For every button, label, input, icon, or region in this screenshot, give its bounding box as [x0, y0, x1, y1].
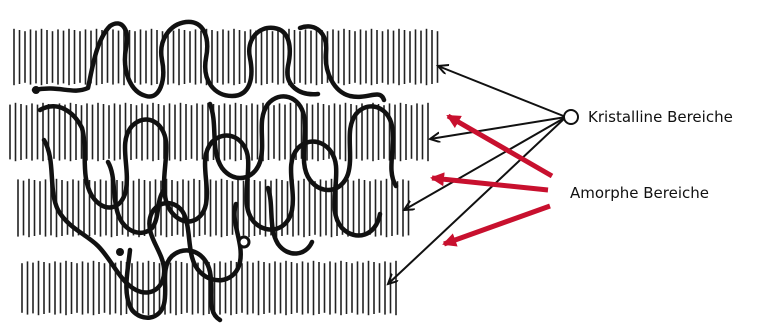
- crystalline-marker-icon: [564, 110, 578, 124]
- chain-end-dot: [32, 86, 40, 94]
- label-crystalline-regions: Kristalline Bereiche: [588, 110, 733, 125]
- polymer-chain-1: [34, 22, 318, 97]
- crystalline-arrows: [388, 66, 566, 284]
- lamella-band-1: [14, 29, 438, 85]
- chain-end-dot: [239, 237, 249, 247]
- black-arrow-4: [388, 117, 566, 284]
- polymer-chain-4: [126, 250, 220, 320]
- red-arrow-3: [444, 206, 550, 244]
- chain-end-dot: [116, 248, 124, 256]
- label-amorphous-regions: Amorphe Bereiche: [570, 186, 709, 201]
- black-arrow-1: [438, 66, 566, 117]
- lamella-band-2: [10, 103, 428, 161]
